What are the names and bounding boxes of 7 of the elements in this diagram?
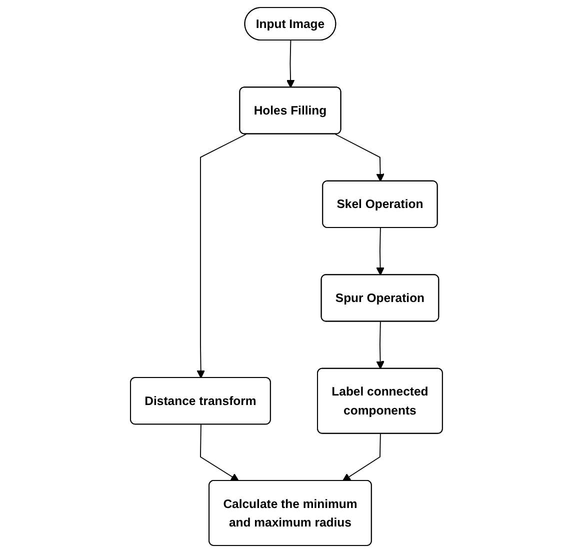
- arrow: [376, 228, 384, 276]
- arrow: [342, 433, 381, 482]
- arrow: [334, 134, 384, 182]
- arrow: [286, 40, 295, 88]
- arrow: [376, 321, 384, 370]
- arrow: [200, 424, 240, 482]
- arrow: [196, 134, 247, 378]
